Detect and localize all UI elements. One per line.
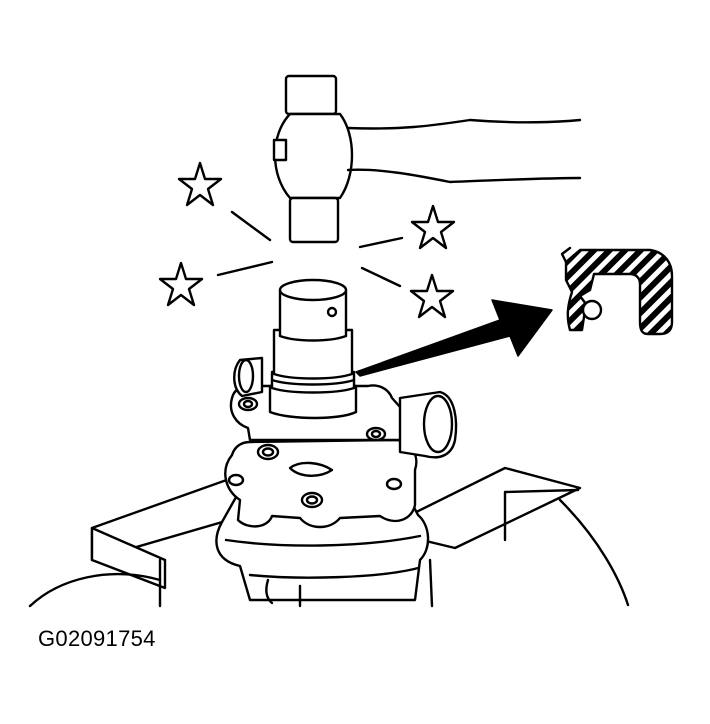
figure-code-label: G02091754 — [38, 626, 156, 651]
arrow-icon — [355, 299, 553, 377]
pump-shaft-icon — [270, 278, 356, 394]
hand-icon — [346, 118, 582, 184]
hammer-icon — [272, 74, 354, 244]
oil-seal-detail-icon — [560, 246, 674, 336]
pump-housing-icon — [215, 356, 458, 608]
impact-star-icon — [158, 161, 456, 319]
